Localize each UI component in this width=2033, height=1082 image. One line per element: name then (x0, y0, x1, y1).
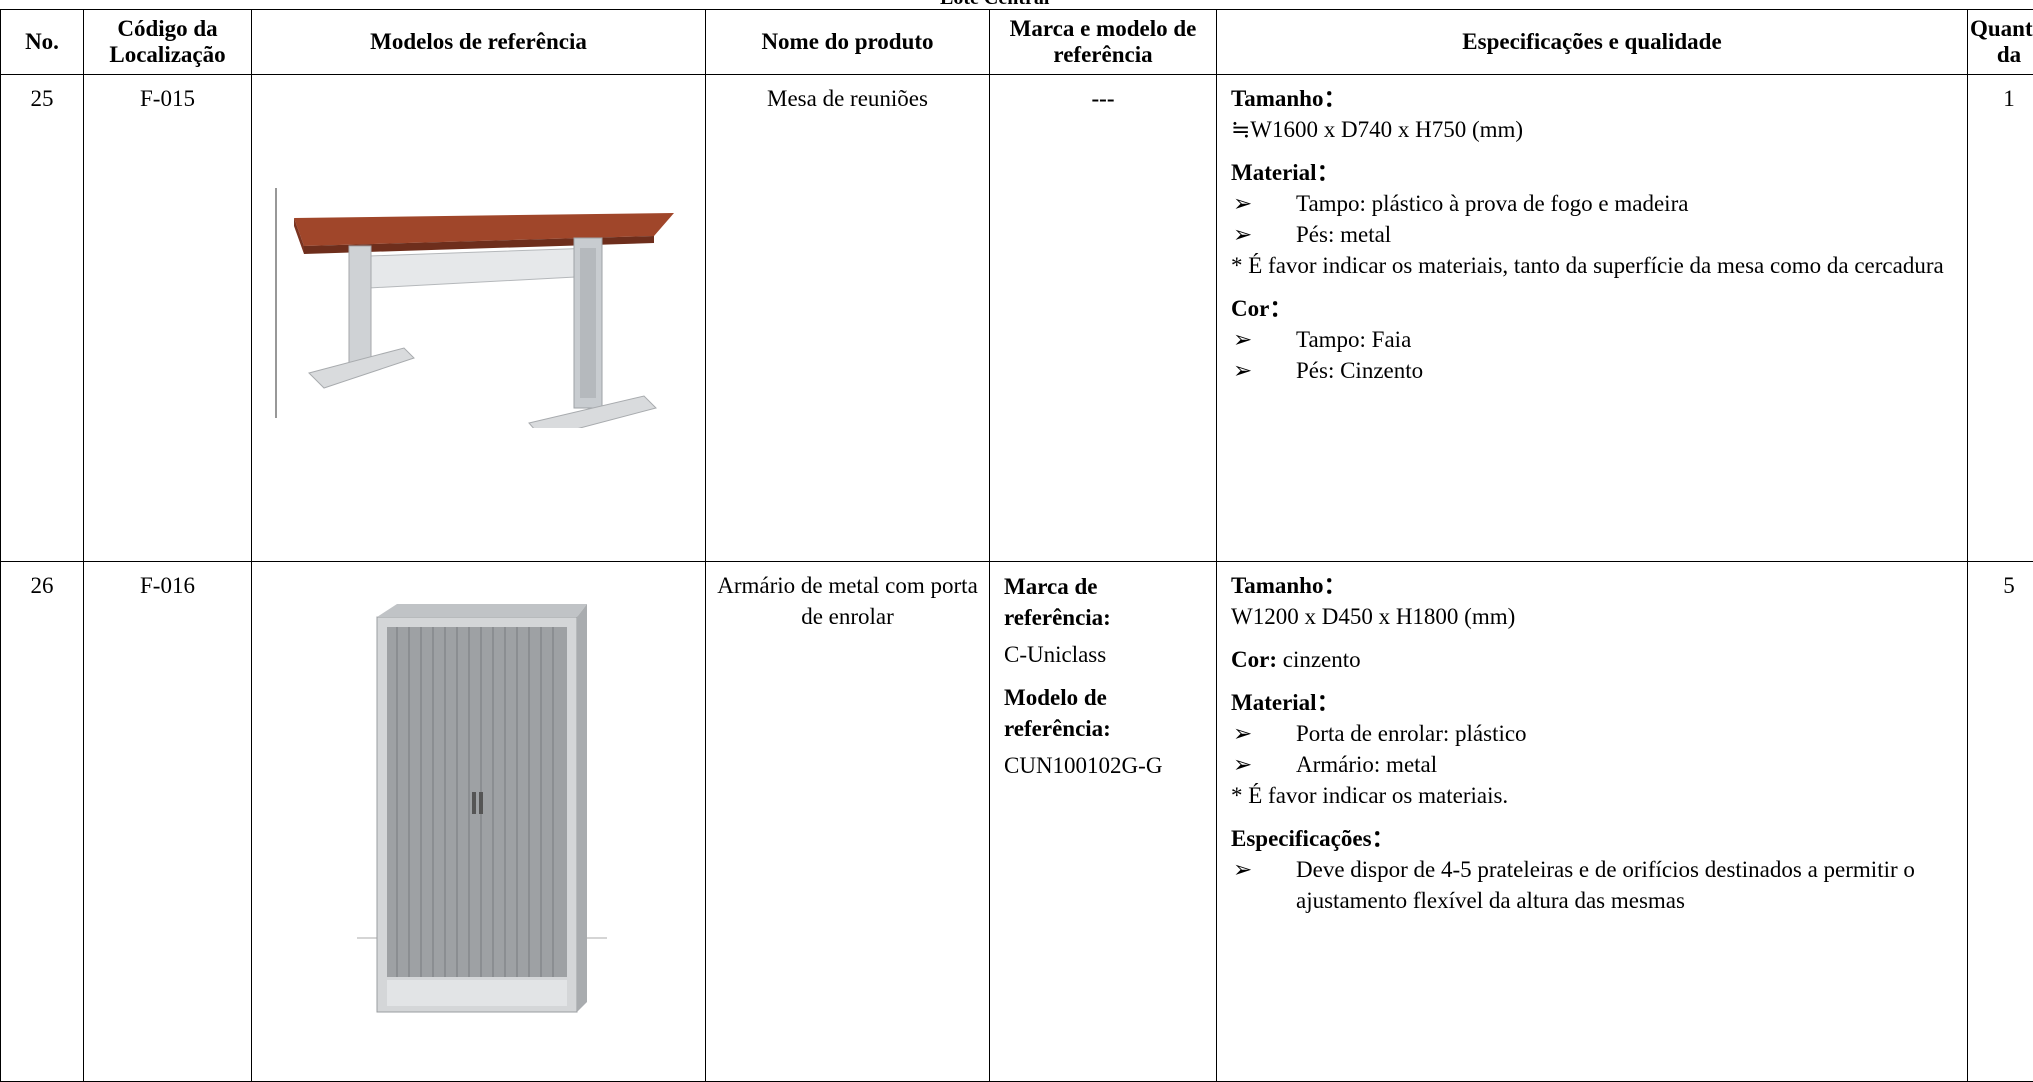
color-label: Cor： (1231, 293, 1953, 324)
row-number: 26 (1, 562, 84, 1082)
specifications: Tamanho： W1200 x D450 x H1800 (mm) Cor: … (1217, 562, 1968, 1082)
brand-model-value: Marca de referência: C-Uniclass Modelo d… (990, 562, 1217, 1082)
brand-model-value: --- (990, 75, 1217, 562)
material-note: * É favor indicar os materiais, tanto da… (1231, 250, 1953, 281)
bullet-arrow-icon: ➢ (1231, 355, 1296, 386)
bullet-arrow-icon: ➢ (1231, 854, 1296, 916)
header-quantity: Quantida da (1968, 10, 2033, 75)
reference-model-cell (252, 75, 706, 562)
list-item: ➢Tampo: Faia (1231, 324, 1953, 355)
bullet-arrow-icon: ➢ (1231, 188, 1296, 219)
specifications: Tamanho： ≒W1600 x D740 x H750 (mm) Mater… (1217, 75, 1968, 562)
reference-model-cell (252, 562, 706, 1082)
table-row: 25 F-015 Mesa de reuniões --- Tamanho： ≒… (1, 75, 2033, 562)
quantity: 5 (1968, 562, 2033, 1082)
model-value: CUN100102G-G (1004, 750, 1202, 781)
bullet-arrow-icon: ➢ (1231, 718, 1296, 749)
color-label: Cor: (1231, 647, 1277, 672)
metal-cabinet-image (357, 602, 607, 1022)
header-no: No. (1, 10, 84, 75)
material-label: Material： (1231, 157, 1953, 188)
model-label: Modelo de referência: (1004, 682, 1202, 744)
header-specs: Especificações e qualidade (1217, 10, 1968, 75)
header-location-code: Código da Localização (84, 10, 252, 75)
color-value: cinzento (1283, 647, 1361, 672)
product-name: Armário de metal com porta de enrolar (706, 562, 990, 1082)
list-item: ➢Pés: Cinzento (1231, 355, 1953, 386)
product-table: No. Código da Localização Modelos de ref… (0, 9, 2033, 1082)
bullet-arrow-icon: ➢ (1231, 219, 1296, 250)
list-item: ➢Armário: metal (1231, 749, 1953, 780)
brand-label: Marca de referência: (1004, 571, 1202, 633)
size-value: ≒W1600 x D740 x H750 (mm) (1231, 114, 1953, 145)
list-item: ➢Deve dispor de 4-5 prateleiras e de ori… (1231, 854, 1953, 916)
bullet-arrow-icon: ➢ (1231, 749, 1296, 780)
spec-label: Especificações： (1231, 823, 1953, 854)
material-label: Material： (1231, 687, 1953, 718)
location-code: F-015 (84, 75, 252, 562)
header-reference-models: Modelos de referência (252, 10, 706, 75)
table-header-row: No. Código da Localização Modelos de ref… (1, 10, 2033, 75)
list-item: ➢Porta de enrolar: plástico (1231, 718, 1953, 749)
row-number: 25 (1, 75, 84, 562)
size-label: Tamanho： (1231, 570, 1953, 601)
size-label: Tamanho： (1231, 83, 1953, 114)
list-item: ➢Pés: metal (1231, 219, 1953, 250)
list-item: ➢Tampo: plástico à prova de fogo e madei… (1231, 188, 1953, 219)
quantity: 1 (1968, 75, 2033, 562)
meeting-table-image (274, 188, 694, 428)
table-row: 26 F-016 Armário de met (1, 562, 2033, 1082)
header-brand-model: Marca e modelo de referência (990, 10, 1217, 75)
brand-value: C-Uniclass (1004, 639, 1202, 670)
size-value: W1200 x D450 x H1800 (mm) (1231, 601, 1953, 632)
location-code: F-016 (84, 562, 252, 1082)
material-note: * É favor indicar os materiais. (1231, 780, 1953, 811)
product-name: Mesa de reuniões (706, 75, 990, 562)
header-product-name: Nome do produto (706, 10, 990, 75)
bullet-arrow-icon: ➢ (1231, 324, 1296, 355)
